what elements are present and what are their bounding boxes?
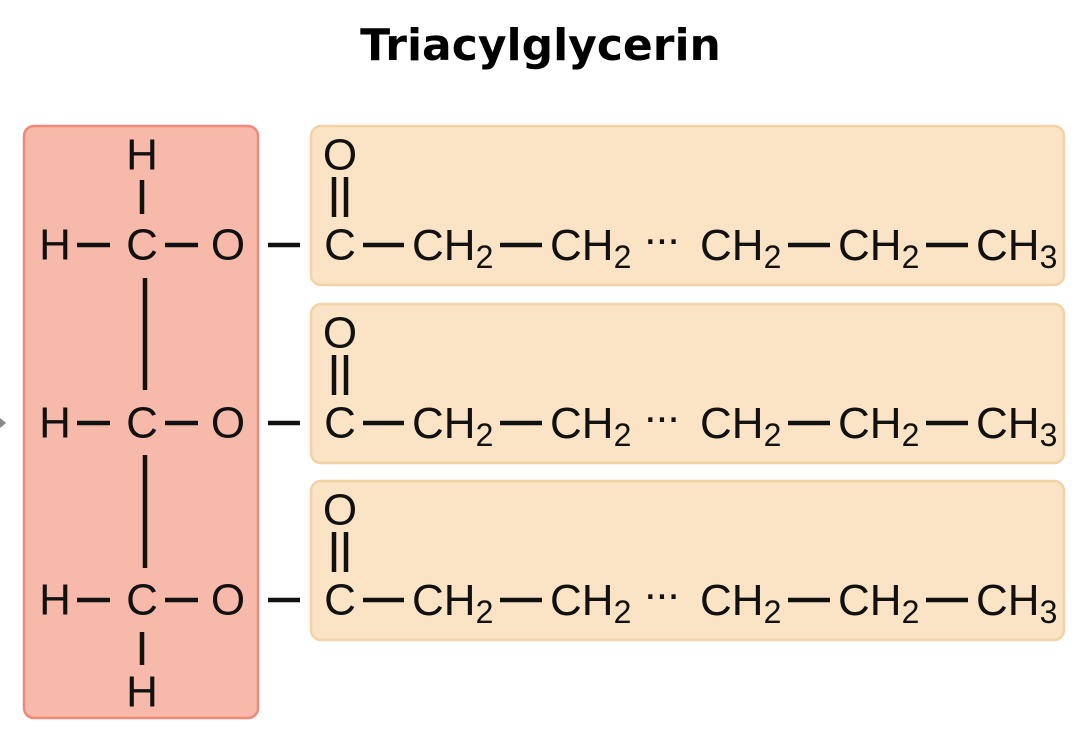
carbon-atom: C xyxy=(324,399,356,448)
methylene-group: CH3 xyxy=(976,399,1057,454)
methylene-group: CH2 xyxy=(838,399,919,454)
carbon-atom: C xyxy=(126,221,158,270)
oxygen-atom: O xyxy=(323,486,357,535)
glycerol-box xyxy=(22,124,260,720)
methylene-group: CH2 xyxy=(550,399,631,454)
carbon-atom: C xyxy=(126,576,158,625)
hydrogen-atom: H xyxy=(39,221,71,270)
methylene-group: CH2 xyxy=(412,221,493,276)
methylene-group: CH2 xyxy=(838,221,919,276)
fatty-acid-box xyxy=(309,302,1066,465)
ellipsis: ··· xyxy=(643,570,678,619)
oxygen-atom: O xyxy=(323,309,357,358)
fatty-acid-box xyxy=(309,124,1066,287)
methylene-group: CH2 xyxy=(700,576,781,631)
diagram-title: Triacylglycerin xyxy=(360,20,721,71)
carbon-atom: C xyxy=(324,576,356,625)
hydrogen-atom: H xyxy=(39,576,71,625)
arrow-icon xyxy=(0,418,6,428)
methylene-group: CH2 xyxy=(550,221,631,276)
methylene-group: CH2 xyxy=(412,576,493,631)
methylene-group: CH2 xyxy=(700,221,781,276)
carbon-atom: C xyxy=(324,221,356,270)
methylene-group: CH2 xyxy=(838,576,919,631)
methylene-group: CH3 xyxy=(976,576,1057,631)
carbon-atom: C xyxy=(126,399,158,448)
oxygen-atom: O xyxy=(211,221,245,270)
hydrogen-atom: H xyxy=(39,399,71,448)
hydrogen-atom: H xyxy=(126,668,158,717)
methylene-group: CH2 xyxy=(550,576,631,631)
oxygen-atom: O xyxy=(323,131,357,180)
ellipsis: ··· xyxy=(643,215,678,264)
oxygen-atom: O xyxy=(211,399,245,448)
fatty-acid-box xyxy=(309,479,1066,642)
methylene-group: CH2 xyxy=(700,399,781,454)
methylene-group: CH2 xyxy=(412,399,493,454)
hydrogen-atom: H xyxy=(126,131,158,180)
ellipsis: ··· xyxy=(643,393,678,442)
oxygen-atom: O xyxy=(211,576,245,625)
methylene-group: CH3 xyxy=(976,221,1057,276)
